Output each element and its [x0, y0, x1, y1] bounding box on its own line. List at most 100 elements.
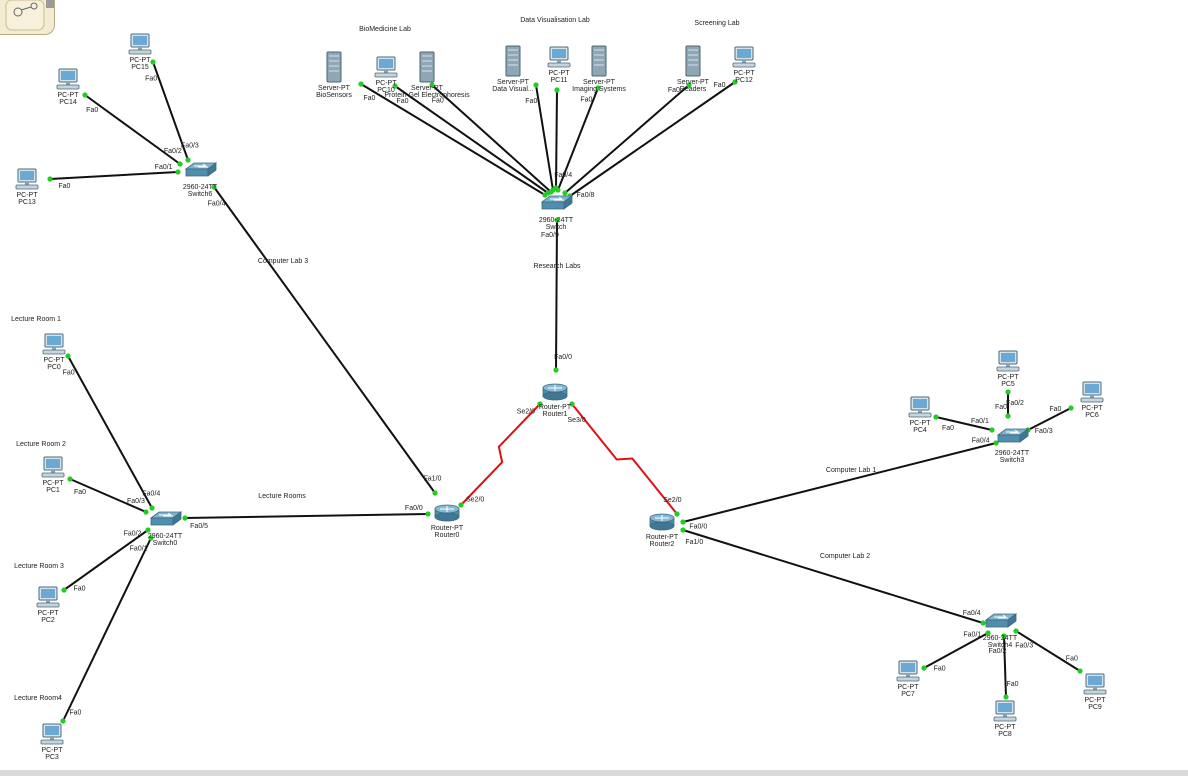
device-type-label: 2960-24TT	[995, 450, 1030, 457]
device-name-label: Switch4	[988, 642, 1013, 649]
port-label: Fa0/1	[155, 164, 173, 171]
device-name-label: PC5	[1001, 381, 1015, 388]
ethernet-link[interactable]	[184, 513, 429, 519]
port-label: Fa0/0	[689, 523, 707, 530]
device-type-label: PC-PT	[58, 92, 80, 99]
link-status-light	[1077, 668, 1083, 674]
switch-icon	[984, 613, 1018, 628]
ethernet-link[interactable]	[213, 186, 436, 494]
link-status-light	[595, 85, 601, 91]
link-status-light	[149, 505, 155, 511]
link-status-light	[47, 176, 53, 182]
ethernet-link[interactable]	[431, 84, 552, 193]
pc-icon	[36, 586, 60, 608]
ethernet-link[interactable]	[84, 94, 181, 165]
ethernet-link[interactable]	[152, 61, 189, 161]
ethernet-link[interactable]	[555, 89, 558, 189]
device-name-label: Router1	[543, 411, 568, 418]
device-type-label: PC-PT	[549, 70, 571, 77]
port-label: Fa0	[525, 98, 537, 105]
serial-link[interactable]	[571, 403, 678, 515]
ethernet-link[interactable]	[564, 84, 690, 194]
ethernet-link[interactable]	[555, 219, 558, 371]
port-label: Fa0/2	[164, 148, 182, 155]
links-layer	[49, 61, 1081, 722]
link-status-light	[732, 79, 738, 85]
port-label: Fa0	[363, 95, 375, 102]
ethernet-link[interactable]	[923, 632, 989, 669]
device-name-label: PC13	[18, 199, 36, 206]
ethernet-link[interactable]	[67, 355, 153, 509]
ethernet-link[interactable]	[935, 416, 993, 431]
ethernet-link[interactable]	[682, 442, 997, 523]
device-type-label: Router-PT	[539, 404, 572, 411]
ethernet-link[interactable]	[49, 171, 179, 180]
ethernet-link[interactable]	[69, 478, 147, 513]
device-type-label: Server-PT	[677, 79, 710, 86]
link-status-light	[145, 527, 151, 533]
ethernet-link[interactable]	[1027, 407, 1072, 431]
ethernet-link[interactable]	[535, 84, 554, 191]
ethernet-link[interactable]	[62, 537, 152, 722]
ethernet-link[interactable]	[682, 529, 984, 624]
serial-link[interactable]	[460, 403, 541, 506]
port-label: Fa0/4	[554, 172, 572, 179]
device-name-label: Switch	[546, 224, 567, 231]
ethernet-link[interactable]	[569, 81, 736, 197]
server-icon	[685, 45, 701, 77]
link-status-light	[569, 401, 575, 407]
pc-icon	[41, 456, 65, 478]
device-name-label: PC14	[59, 99, 77, 106]
port-label: Fa0/1	[971, 418, 989, 425]
device-name-label: Data Visual...	[492, 86, 534, 93]
link-status-light	[458, 502, 464, 508]
device-type-label: PC-PT	[995, 724, 1017, 731]
device-type-label: PC-PT	[44, 357, 66, 364]
link-status-light	[533, 82, 539, 88]
device-name-label: PC11	[551, 77, 568, 84]
port-label: Fa0/3	[1035, 428, 1053, 435]
port-label: Fa0/3	[1015, 642, 1033, 649]
ethernet-link[interactable]	[360, 83, 546, 196]
ethernet-link[interactable]	[1015, 630, 1081, 672]
ethernet-link[interactable]	[1003, 635, 1007, 698]
ethernet-link[interactable]	[63, 529, 149, 591]
device-type-label: PC-PT	[1085, 697, 1107, 704]
ethernet-link[interactable]	[557, 87, 599, 191]
port-label: Se2/0	[466, 496, 484, 503]
ethernet-link[interactable]	[394, 85, 549, 194]
cluster-tool-button[interactable]	[0, 0, 55, 35]
